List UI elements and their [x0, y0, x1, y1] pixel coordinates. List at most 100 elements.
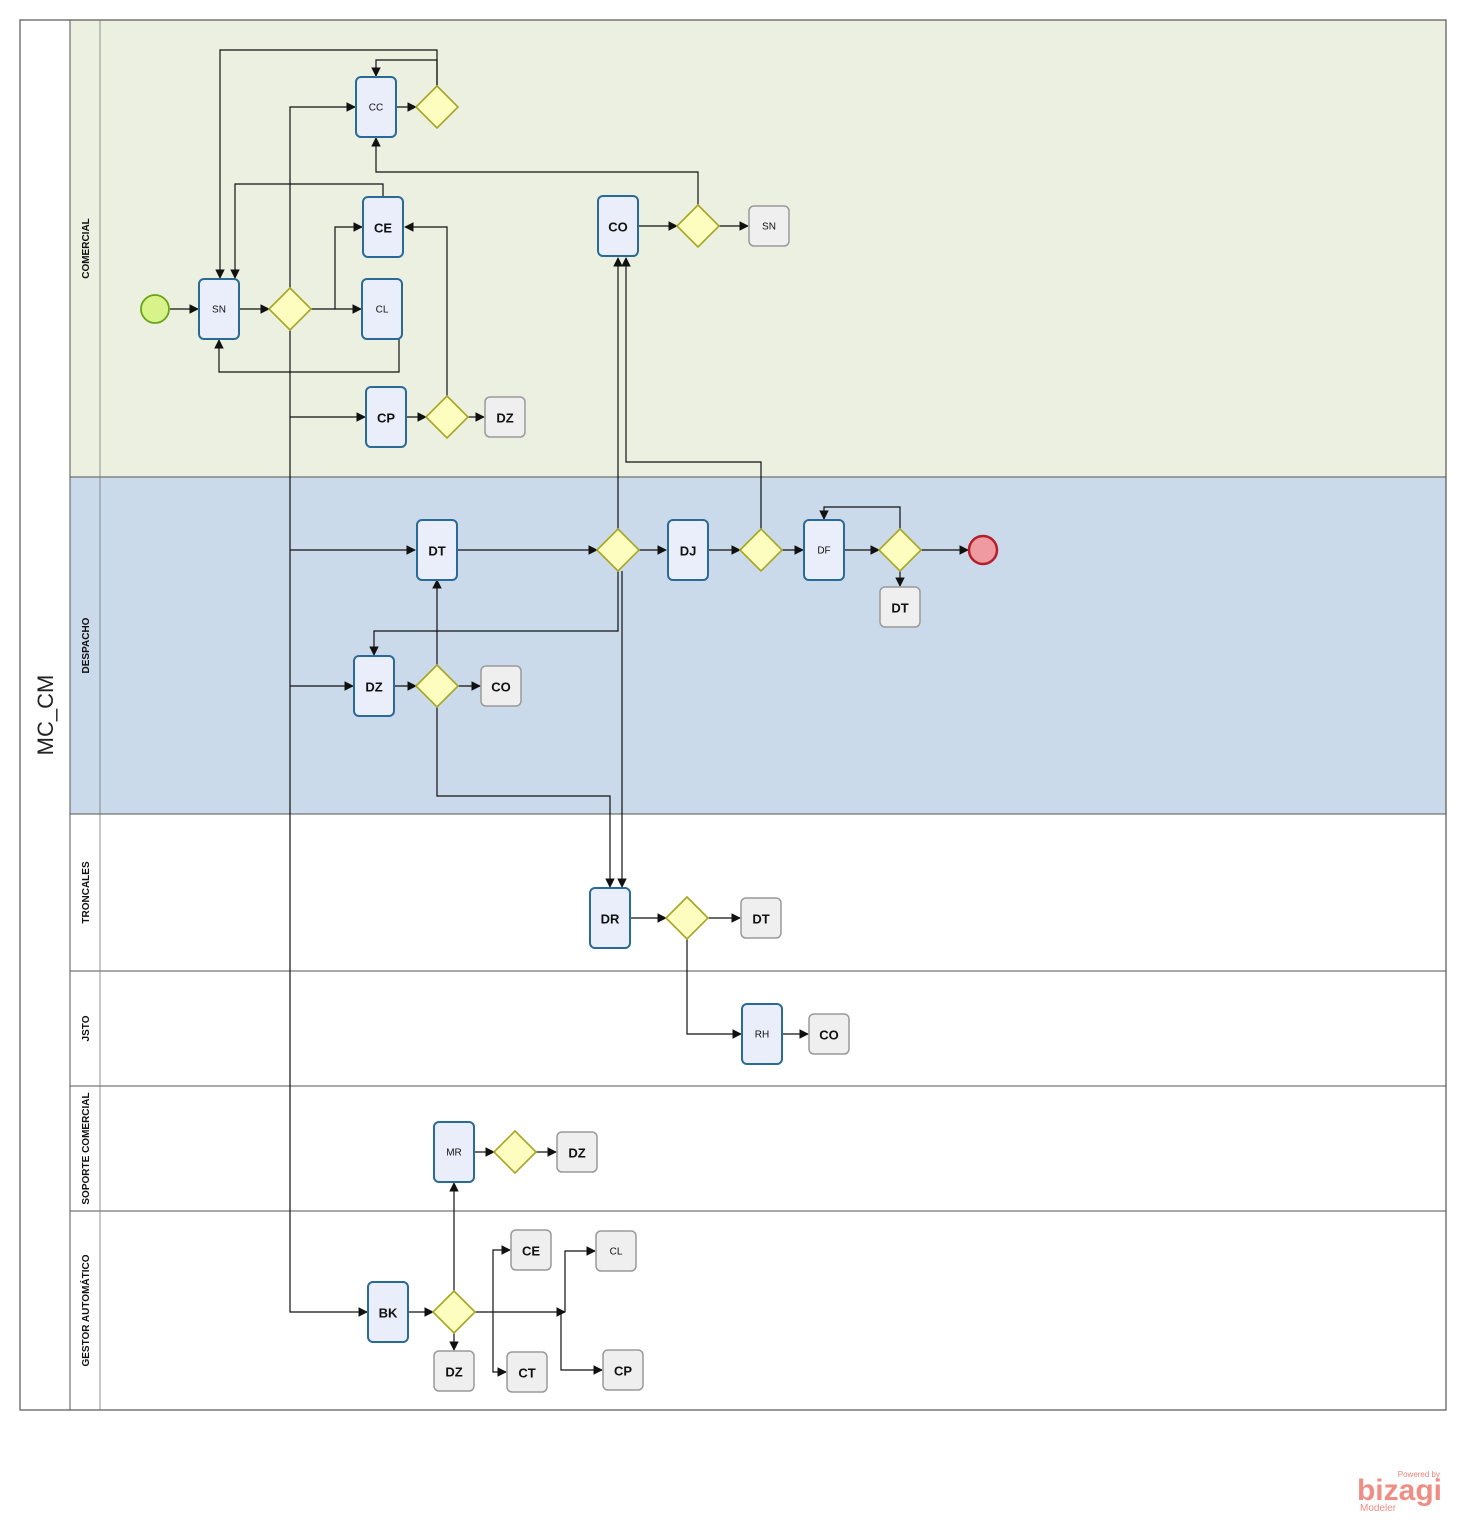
start-event[interactable]: [140, 294, 170, 324]
task-cp1[interactable]: CP: [365, 386, 407, 448]
task-dj[interactable]: DJ: [667, 519, 709, 581]
bizagi-logo: Powered by bizagi Modeler: [1357, 1470, 1442, 1514]
gateway-df[interactable]: [877, 527, 923, 573]
sequence-flow: [230, 183, 384, 279]
end-task-co2[interactable]: CO: [480, 665, 522, 707]
task-mr[interactable]: MR: [433, 1121, 475, 1183]
end-task-dz1[interactable]: DZ: [484, 396, 526, 438]
task-box: [365, 386, 407, 448]
gateway-cp[interactable]: [424, 394, 470, 440]
task-sn[interactable]: SN: [198, 278, 240, 340]
task-label: RH: [755, 1030, 769, 1041]
task-label: DT: [428, 544, 445, 559]
end-task-dz3[interactable]: DZ: [556, 1131, 598, 1173]
sequence-flow: [371, 137, 699, 205]
task-label: CP: [377, 411, 395, 426]
end-task-dz4[interactable]: DZ: [433, 1350, 475, 1392]
task-label: CO: [608, 220, 628, 235]
task-ce1[interactable]: CE: [362, 196, 404, 258]
task-label: CE: [374, 221, 392, 236]
gateway-dz[interactable]: [414, 663, 460, 709]
task-box: [597, 195, 639, 257]
end-task-dt3[interactable]: DT: [740, 897, 782, 939]
logo-name: bizagi: [1357, 1474, 1442, 1507]
end-task-ce2[interactable]: CE: [510, 1229, 552, 1271]
lane-despacho: [69, 476, 1447, 815]
lane-title-gestor: GESTOR AUTOMÁTICO: [79, 1254, 92, 1366]
sequence-flow: [560, 1312, 603, 1375]
powered-by-text: Powered by: [1398, 1470, 1440, 1479]
task-box: [433, 1350, 475, 1392]
end-task-cp2[interactable]: CP: [602, 1349, 644, 1391]
lane-title-despacho: DESPACHO: [81, 617, 92, 673]
shapes: SN CC CE CL CP DZ CO SN DT DJ DF DT DZ CO DR DT RH CO MR DZ…: [140, 76, 999, 1393]
task-label: DZ: [496, 411, 513, 426]
gateway-dr[interactable]: [664, 895, 710, 941]
gateway-co[interactable]: [675, 203, 721, 249]
pool-border: [19, 19, 1447, 1411]
task-co1[interactable]: CO: [597, 195, 639, 257]
task-dz2[interactable]: DZ: [353, 655, 395, 717]
task-label: CL: [376, 305, 389, 316]
task-dt1[interactable]: DT: [416, 519, 458, 581]
task-box: [367, 1281, 409, 1343]
pool-title: MC_CM: [33, 675, 58, 756]
task-box: [741, 1003, 783, 1065]
sequence-flow: [621, 257, 762, 529]
sequence-flow: [369, 571, 619, 656]
task-label: DR: [601, 912, 620, 927]
logo-product: Modeler: [1360, 1503, 1397, 1514]
gateway-dj[interactable]: [738, 527, 784, 573]
gateway-cc[interactable]: [414, 84, 460, 130]
end-task-sn2[interactable]: SN: [748, 205, 790, 247]
end-task-ct[interactable]: CT: [506, 1351, 548, 1393]
sequence-flow: [289, 330, 368, 1317]
task-label: DF: [817, 546, 830, 557]
task-label: DZ: [568, 1146, 585, 1161]
task-box: [506, 1351, 548, 1393]
task-bk[interactable]: BK: [367, 1281, 409, 1343]
task-cc[interactable]: CC: [355, 76, 397, 138]
end-task-dt2[interactable]: DT: [879, 586, 921, 628]
gateway-bk[interactable]: [431, 1289, 477, 1335]
sequence-flow: [215, 49, 438, 279]
task-box: [198, 278, 240, 340]
task-box: [589, 887, 631, 949]
sequence-flow: [289, 102, 356, 288]
sequence-flow: [686, 939, 742, 1039]
task-label: DJ: [680, 544, 697, 559]
gateway-mr[interactable]: [492, 1129, 538, 1175]
gateway-dt[interactable]: [595, 527, 641, 573]
task-box: [362, 196, 404, 258]
lane-title-soporte: SOPORTE COMERCIAL: [81, 1092, 92, 1204]
task-label: BK: [379, 1306, 398, 1321]
task-box: [484, 396, 526, 438]
task-label: SN: [762, 222, 776, 233]
task-box: [748, 205, 790, 247]
end-task-co3[interactable]: CO: [808, 1013, 850, 1055]
task-label: CP: [614, 1364, 632, 1379]
task-rh[interactable]: RH: [741, 1003, 783, 1065]
task-box: [602, 1349, 644, 1391]
end-task-cl2[interactable]: CL: [595, 1230, 637, 1272]
task-dr[interactable]: DR: [589, 887, 631, 949]
lane-soporte: [69, 1085, 1447, 1212]
sequence-flows: [170, 49, 969, 1377]
task-box: [556, 1131, 598, 1173]
task-box: [879, 586, 921, 628]
gateway-sn[interactable]: [267, 286, 313, 332]
task-df[interactable]: DF: [803, 519, 845, 581]
task-box: [803, 519, 845, 581]
task-label: CE: [522, 1244, 540, 1259]
task-box: [740, 897, 782, 939]
task-label: DZ: [365, 680, 382, 695]
lane-gestor: [69, 1210, 1447, 1411]
sequence-flow: [819, 506, 901, 529]
task-box: [808, 1013, 850, 1055]
sequence-flow: [492, 1245, 511, 1312]
task-cl1[interactable]: CL: [361, 278, 403, 340]
task-label: DZ: [445, 1365, 462, 1380]
task-box: [353, 655, 395, 717]
end-event[interactable]: [967, 534, 999, 566]
